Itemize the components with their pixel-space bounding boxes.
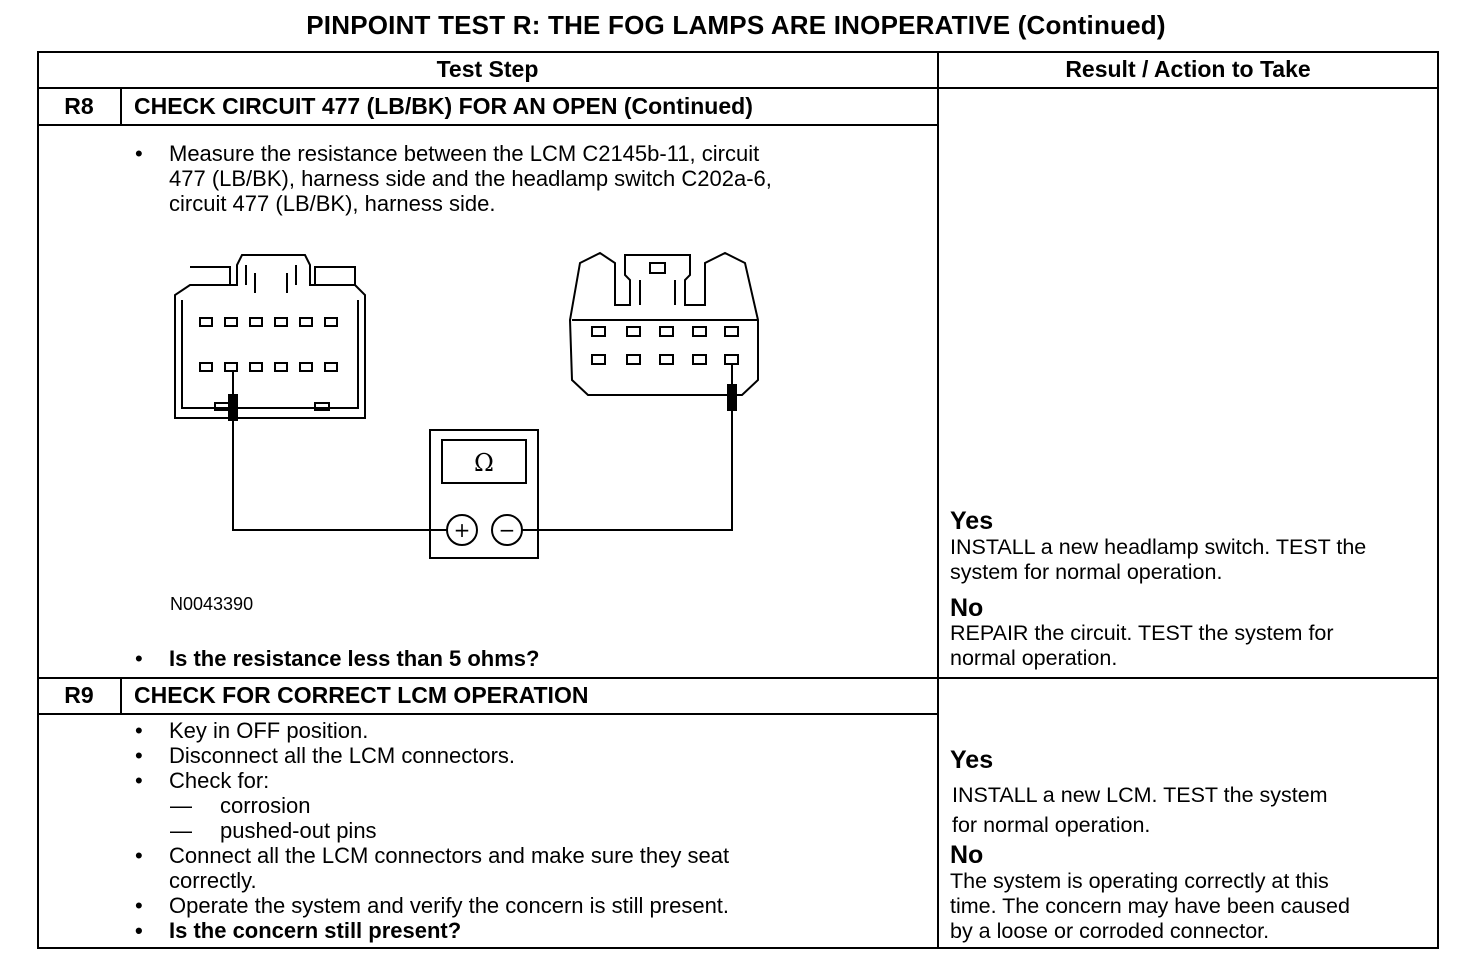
bullet-icon: •: [135, 743, 143, 768]
bullet-icon: •: [135, 718, 143, 743]
r9-yes-text: INSTALL a new LCM. TEST the system for n…: [952, 783, 1328, 837]
r9-step-check-for: • Check for:: [135, 768, 915, 793]
column-divider: [937, 52, 939, 948]
figure-id: N0043390: [170, 594, 254, 614]
r8-no-text: REPAIR the circuit. TEST the system for …: [950, 621, 1334, 670]
r8-yes-text: INSTALL a new headlamp switch. TEST the …: [950, 535, 1367, 584]
r9-step-id: R9: [64, 682, 94, 708]
r8-question-text: Is the resistance less than 5 ohms?: [169, 646, 540, 671]
dash-icon: —: [170, 793, 192, 818]
meter-leads: [228, 363, 737, 531]
r8-step-title: CHECK CIRCUIT 477 (LB/BK) FOR AN OPEN (C…: [134, 93, 753, 119]
r8-title-divider: [38, 124, 937, 126]
r9-step-connect: • Connect all the LCM connectors and mak…: [135, 843, 915, 893]
r9-subitem-corrosion: — corrosion: [170, 793, 870, 818]
page-title: PINPOINT TEST R: THE FOG LAMPS ARE INOPE…: [306, 10, 1166, 40]
r9-subitem-pins: — pushed-out pins: [170, 818, 870, 843]
lcm-connector-icon: [174, 254, 366, 419]
r9-yes-label: Yes: [950, 746, 994, 774]
r8-r9-divider: [38, 677, 1438, 679]
headlamp-switch-connector-icon: [568, 251, 759, 396]
r9-step-text: Operate the system and verify the concer…: [169, 893, 730, 918]
r9-question: • Is the concern still present?: [135, 918, 915, 943]
r9-step-text: Disconnect all the LCM connectors.: [169, 743, 516, 768]
bullet-icon: •: [135, 918, 143, 943]
r8-step-id: R8: [64, 93, 94, 119]
r9-step-key-off: • Key in OFF position.: [135, 718, 915, 743]
r9-step-text: Connect all the LCM connectors and make …: [169, 843, 730, 893]
bullet-icon: •: [135, 893, 143, 918]
pinpoint-test-table: [37, 51, 1439, 949]
bullet-icon: •: [135, 646, 143, 671]
bullet-icon: •: [135, 843, 143, 868]
r9-subitem-text: corrosion: [220, 793, 311, 818]
minus-terminal-label: −: [499, 518, 516, 542]
r9-step-text: Key in OFF position.: [169, 718, 369, 743]
r8-question: • Is the resistance less than 5 ohms?: [135, 646, 915, 672]
r9-title-divider: [38, 713, 937, 715]
r9-step-title: CHECK FOR CORRECT LCM OPERATION: [134, 682, 589, 708]
header-result-action: Result / Action to Take: [1065, 56, 1311, 82]
ohm-symbol: Ω: [474, 449, 494, 477]
r9-step-text: Check for:: [169, 768, 270, 793]
header-divider: [38, 87, 1438, 89]
bullet-icon: •: [135, 141, 143, 166]
plus-terminal-label: +: [454, 518, 471, 542]
r9-step-operate: • Operate the system and verify the conc…: [135, 893, 915, 918]
dash-icon: —: [170, 818, 192, 843]
r8-instruction-text: Measure the resistance between the LCM C…: [169, 141, 772, 216]
r8-instruction: • Measure the resistance between the LCM…: [135, 141, 915, 221]
header-test-step: Test Step: [436, 56, 539, 82]
connector-diagram: Ω + −: [174, 251, 759, 559]
ohmmeter-icon: [429, 429, 539, 559]
r8-yes-label: Yes: [950, 507, 994, 535]
r9-question-text: Is the concern still present?: [169, 918, 462, 943]
r8-no-label: No: [950, 594, 984, 622]
bullet-icon: •: [135, 768, 143, 793]
r9-subitem-text: pushed-out pins: [220, 818, 377, 843]
r8-id-divider: [120, 88, 122, 124]
r9-id-divider: [120, 678, 122, 713]
r9-no-label: No: [950, 841, 984, 869]
r9-no-text: The system is operating correctly at thi…: [950, 869, 1350, 943]
r9-step-disconnect: • Disconnect all the LCM connectors.: [135, 743, 915, 768]
